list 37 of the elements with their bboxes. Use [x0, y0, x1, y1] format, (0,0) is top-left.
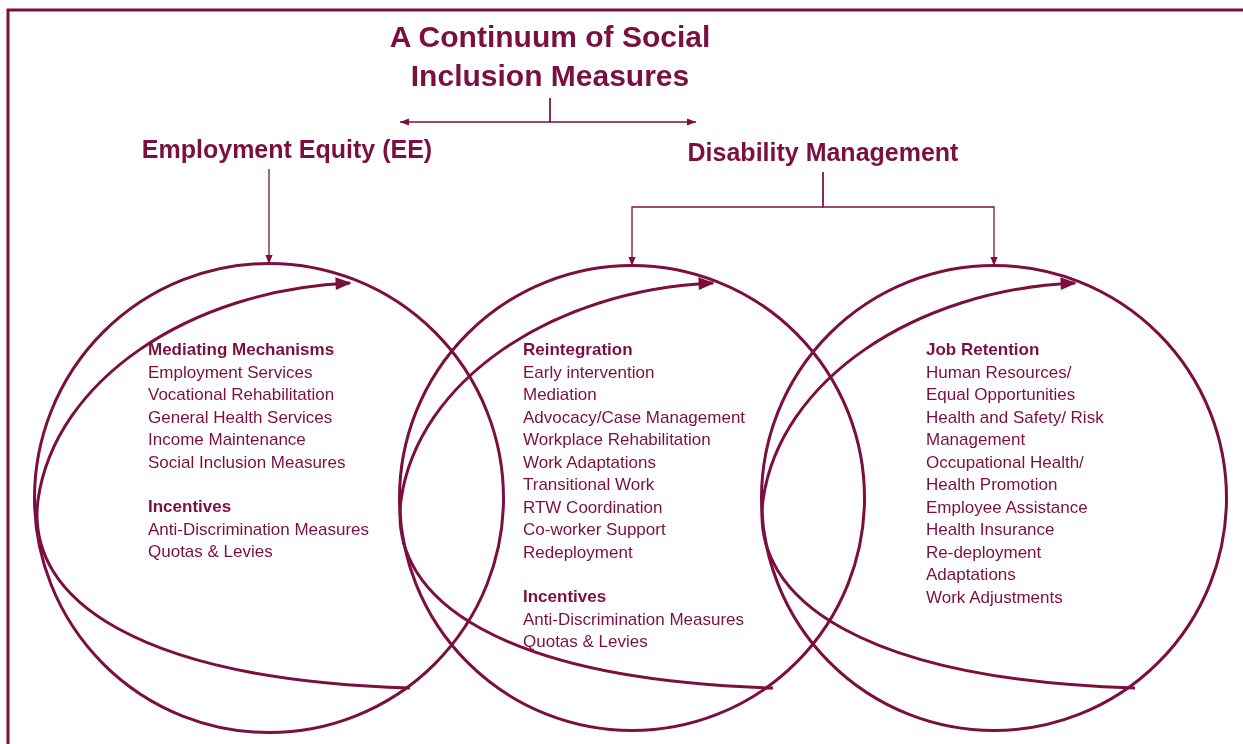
list-item: Co-worker Support [523, 519, 666, 541]
list-item: Human Resources/ Equal Opportunities [926, 361, 1077, 406]
list-item: Mediation [523, 384, 597, 406]
list-item: Advocacy/Case Management [523, 406, 746, 429]
list-heading: Mediating Mechanisms [148, 339, 335, 361]
category-heading: Disability Management [668, 133, 978, 172]
list-item: Re-deployment [926, 541, 1043, 564]
arrow [822, 171, 998, 267]
list-item: Transitional Work [523, 474, 655, 496]
list-item: Employment Services [148, 361, 313, 384]
list-item: Quotas & Levies [148, 541, 273, 563]
list-heading: Reintegration [523, 339, 633, 361]
list-item: Health and Safety/ Risk Management [926, 406, 1105, 451]
title-heading: A Continuum of Social Inclusion Measures [350, 17, 750, 95]
list-heading: Incentives [148, 496, 232, 518]
list-item: Work Adaptations [523, 451, 656, 474]
list-item: Employee Assistance [926, 496, 1089, 519]
list-item: Anti-Discrimination Measures [523, 608, 745, 631]
list-item: Workplace Rehabilitation [523, 429, 711, 451]
list-item: Health Insurance [926, 519, 1056, 541]
list-item: Anti-Discrimination Measures [148, 518, 370, 541]
arrow [265, 168, 273, 265]
list-heading: Job Retention [926, 339, 1041, 361]
list-item: Occupational Health/ Health Promotion [926, 451, 1085, 496]
list-item: Work Adjustments [926, 586, 1064, 609]
list-item: Quotas & Levies [523, 631, 648, 653]
list-item: Redeployment [523, 541, 633, 564]
list-item: Adaptations [926, 564, 1017, 586]
list-item: Vocational Rehabilitation [148, 384, 335, 406]
arrow [549, 97, 697, 126]
category-heading: Employment Equity (EE) [128, 130, 446, 169]
list-item: RTW Coordination [523, 496, 663, 519]
list-item: Early intervention [523, 361, 655, 384]
list-item: Income Maintenance [148, 429, 306, 451]
list-heading: Incentives [523, 586, 607, 608]
list-item: General Health Services [148, 406, 333, 429]
list-item: Social Inclusion Measures [148, 451, 346, 474]
